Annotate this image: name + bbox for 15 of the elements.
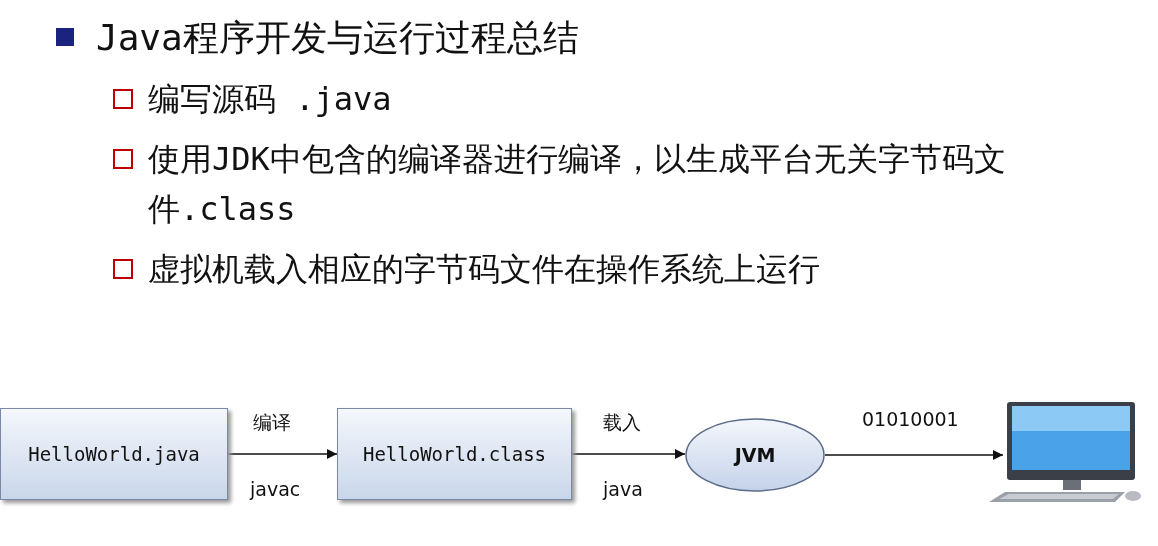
- node-label: HelloWorld.class: [363, 443, 546, 465]
- arrow: [227, 449, 338, 459]
- process-ellipse: [685, 418, 825, 492]
- heading: Java程序开发与运行过程总结: [96, 16, 579, 60]
- arrow: [571, 449, 686, 459]
- node-label: HelloWorld.java: [28, 443, 200, 465]
- node-label: JVM: [734, 444, 776, 466]
- edge-caption: javac: [250, 478, 301, 500]
- bullet-text: 虚拟机载入相应的字节码文件在操作系统上运行: [148, 249, 820, 290]
- edge-caption: java: [603, 478, 643, 500]
- file-box: [0, 408, 228, 500]
- bullet-text: 使用JDK中包含的编译器进行编译，以生成平台无关字节码文件.class: [148, 139, 1007, 230]
- file-box: [337, 408, 572, 500]
- bullet-text: 编写源码 .java: [148, 79, 392, 120]
- arrow: [824, 450, 1004, 460]
